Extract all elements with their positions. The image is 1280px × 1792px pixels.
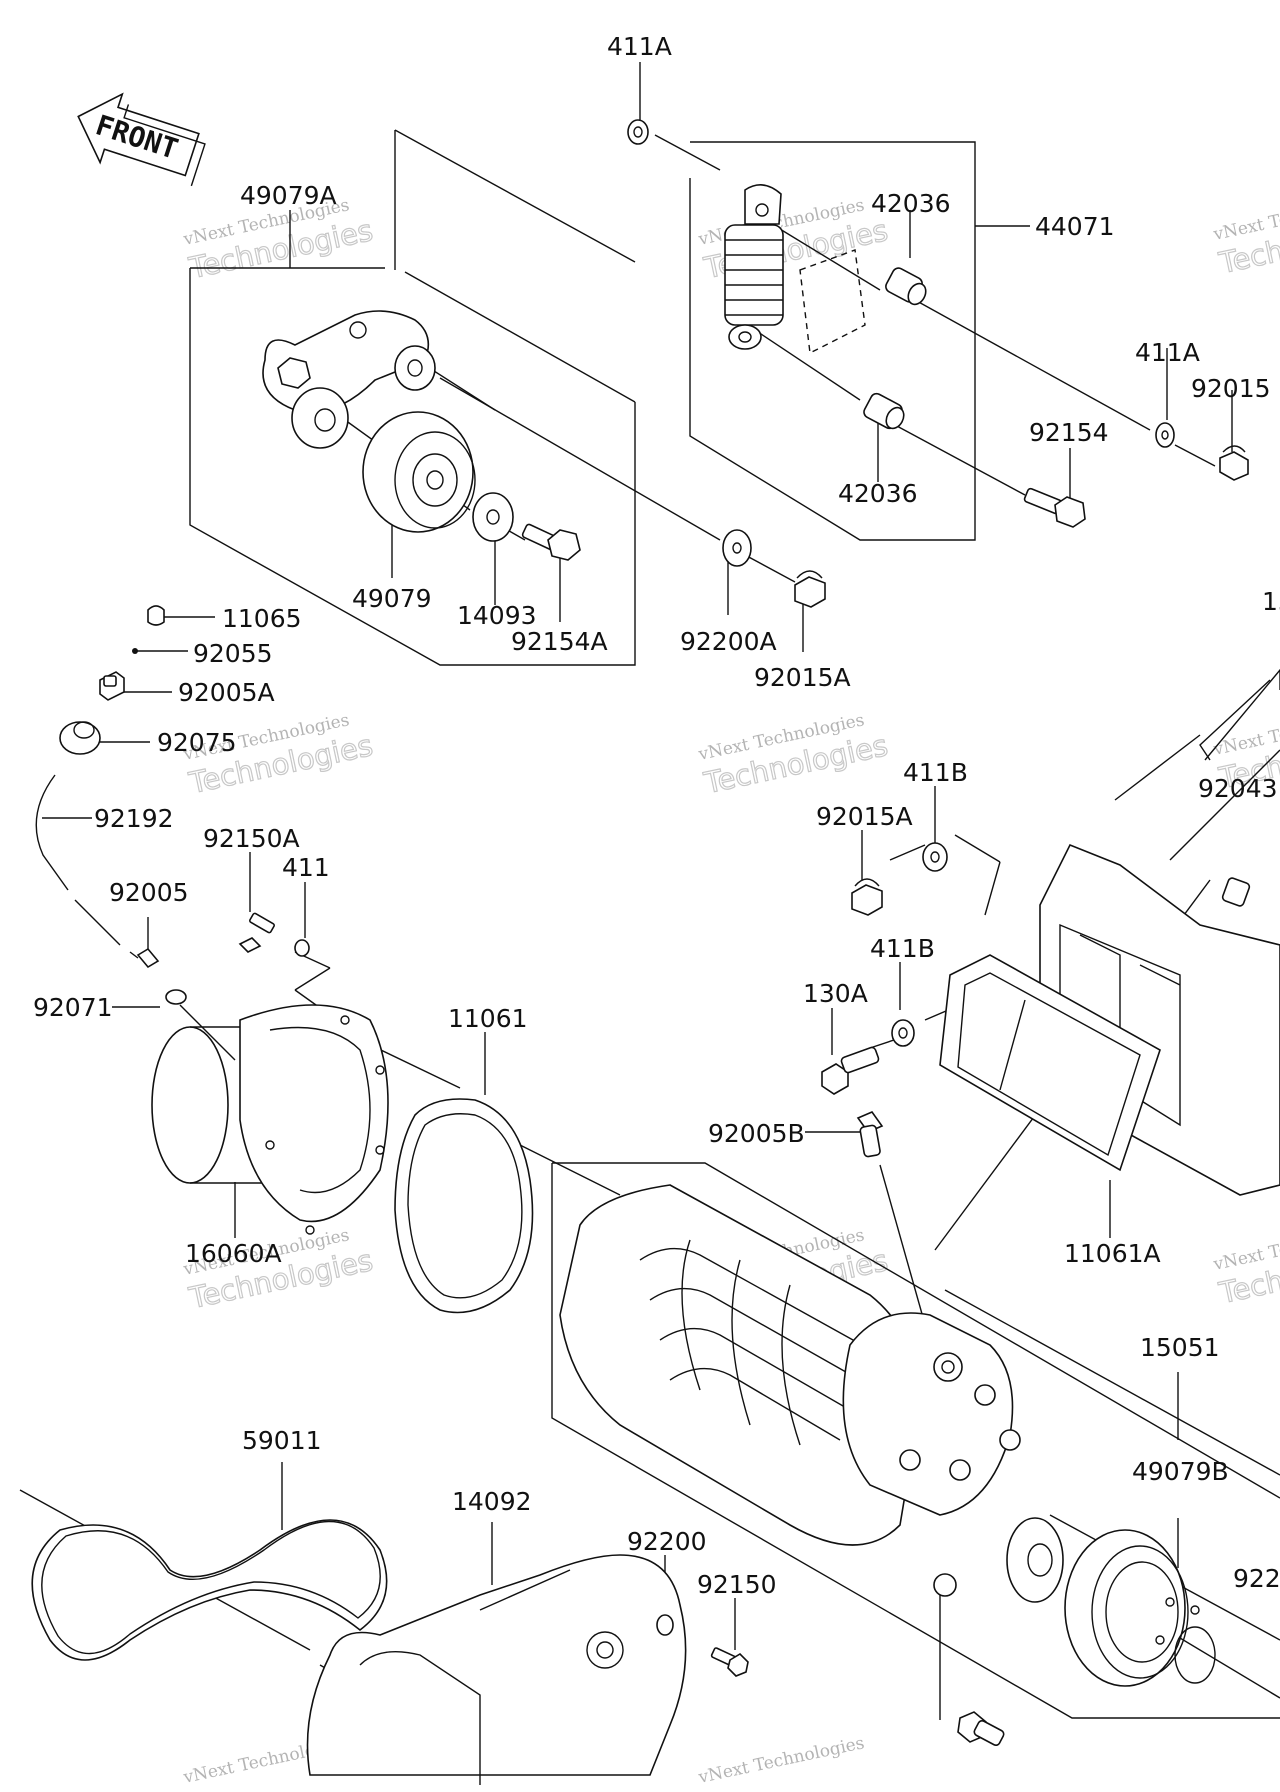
part-label-92055: 92055 [193, 639, 273, 668]
part-label-92005b: 92005B [708, 1119, 805, 1148]
washer-hole-icon [898, 1027, 908, 1039]
watermark: vNext Technologies Technologies [1211, 190, 1280, 281]
idler-pulley-icon [362, 411, 476, 533]
part-label-92075: 92075 [157, 728, 237, 757]
part-labels: 411A 49079A 42036 44071 411A 92015 92154… [33, 32, 1280, 1599]
part-label-411a: 411A [1135, 338, 1200, 367]
gasket-icon [939, 954, 1161, 1172]
supercharger-pulley-icon [1064, 1529, 1216, 1687]
washer-icon [627, 119, 649, 145]
washer-icon [656, 1614, 674, 1636]
part-label-92005: 92005 [109, 878, 189, 907]
washer-hole-icon [1161, 430, 1169, 440]
part-label-92015: 92015 [1191, 374, 1271, 403]
grommet-icon [59, 721, 101, 755]
watermark: vNext Technologies Technologies [181, 1225, 376, 1316]
part-label-11061a: 11061A [1064, 1239, 1161, 1268]
belt-cover-icon [306, 1554, 687, 1785]
part-label-130a: 130A [803, 979, 868, 1008]
parts [31, 119, 1280, 1785]
washer-icon [891, 1019, 915, 1047]
part-label-49079a: 49079A [240, 181, 337, 210]
part-label-411b: 411B [903, 758, 968, 787]
bolt-icon [821, 1046, 880, 1095]
gasket-icon [394, 1098, 534, 1314]
shock-absorber-icon [724, 184, 866, 355]
clip-icon [132, 648, 138, 654]
part-label-92154a: 92154A [511, 627, 608, 656]
part-label-11065: 11065 [222, 604, 302, 633]
part-label-411: 411 [282, 853, 330, 882]
part-label-92005a: 92005A [178, 678, 275, 707]
part-label-92200a: 92200A [680, 627, 777, 656]
part-label-92154: 92154 [1029, 418, 1109, 447]
cap-icon [147, 605, 165, 626]
part-label-16060a: 16060A [185, 1239, 282, 1268]
part-label-59011: 59011 [242, 1426, 322, 1455]
fitting-icon [856, 1111, 884, 1158]
part-label-411a: 411A [607, 32, 672, 61]
breather-hose-icon [35, 774, 69, 891]
part-label-92192: 92192 [94, 804, 174, 833]
watermark: vNext Technologies [696, 1733, 866, 1788]
part-label-92043-partial: 92043 [1198, 774, 1278, 803]
fitting-icon [99, 671, 125, 701]
watermark: vNext Technologies Technologies [1211, 1220, 1280, 1311]
part-label-922-partial: 922 [1233, 1564, 1280, 1593]
part-label-42036: 42036 [871, 189, 951, 218]
washer-icon [1155, 422, 1175, 448]
part-label-411b: 411B [870, 934, 935, 963]
part-label-44071: 44071 [1035, 212, 1115, 241]
gasket-inner-icon [407, 1113, 523, 1299]
front-arrow-icon: FRONT [77, 92, 206, 187]
spacer-icon [1221, 877, 1251, 907]
fitting-icon [129, 947, 160, 969]
part-label-92150a: 92150A [203, 824, 300, 853]
washer-hole-icon [486, 509, 500, 525]
washer-icon [922, 842, 948, 872]
supercharger-icon [559, 1184, 1064, 1603]
drive-belt-icon [31, 1519, 388, 1661]
bushing-icon [885, 267, 927, 306]
washer-icon [294, 939, 310, 957]
part-label-49079: 49079 [352, 584, 432, 613]
part-label-14093: 14093 [457, 601, 537, 630]
tensioner-arm-icon [262, 310, 436, 449]
part-label-92015a: 92015A [816, 802, 913, 831]
inlet-housing-icon [151, 1004, 389, 1235]
part-label-92200: 92200 [627, 1527, 707, 1556]
washer-hole-icon [930, 851, 940, 863]
washer-hole-icon [732, 542, 742, 554]
bolt-icon [957, 1711, 1005, 1747]
part-label-11061: 11061 [448, 1004, 528, 1033]
washer-icon [722, 529, 752, 567]
assembly-frames [189, 129, 1280, 1719]
bolt-icon [1023, 487, 1086, 528]
part-label-92015a: 92015A [754, 663, 851, 692]
watermark-small-text: vNext Technologies [696, 1733, 866, 1788]
clamp-icon [165, 989, 187, 1005]
part-label-14092: 14092 [452, 1487, 532, 1516]
part-label-13-partial: 13 [1262, 587, 1280, 616]
watermark: vNext Technologies Technologies [696, 710, 891, 801]
bolt-icon [710, 1647, 749, 1677]
part-label-92071: 92071 [33, 993, 113, 1022]
part-label-42036: 42036 [838, 479, 918, 508]
washer-icon [472, 492, 514, 542]
bolt-icon [521, 523, 581, 561]
breather-hose-icon [74, 899, 121, 946]
nut-icon [794, 570, 826, 608]
part-label-92150: 92150 [697, 1570, 777, 1599]
bolt-icon [238, 912, 275, 953]
nut-icon [1219, 445, 1249, 481]
nut-icon [851, 878, 883, 916]
bushing-icon [863, 392, 905, 430]
part-label-49079b: 49079B [1132, 1457, 1229, 1486]
part-label-15051: 15051 [1140, 1333, 1220, 1362]
